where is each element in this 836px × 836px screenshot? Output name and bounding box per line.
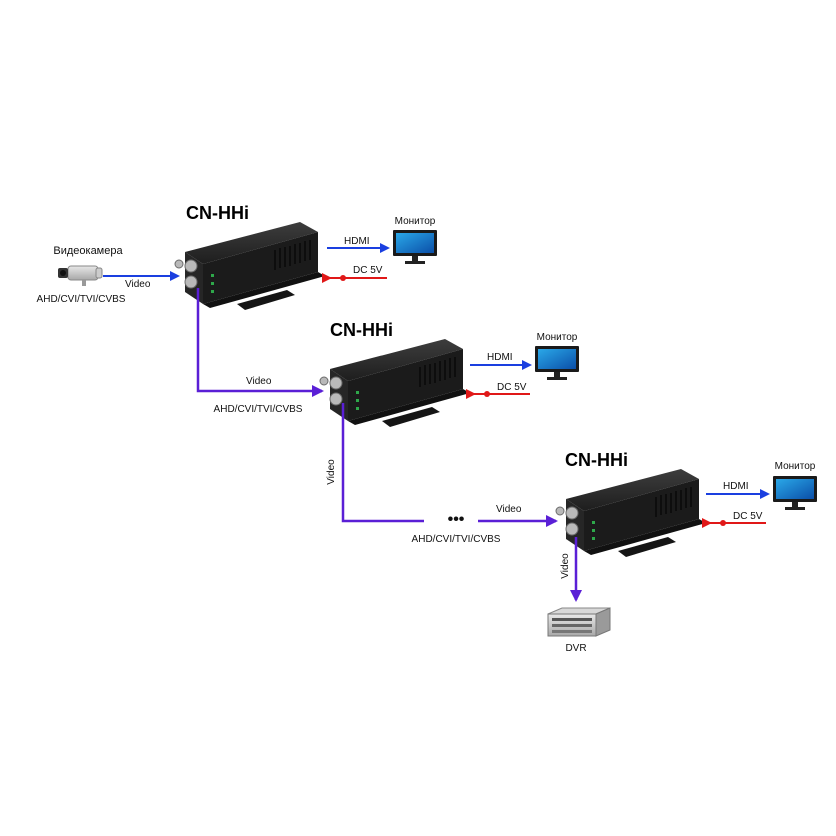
unit-3-power-label: DC 5V (733, 511, 763, 522)
link-2-vertical-label: Video (326, 459, 337, 485)
link-3-label: Video (560, 553, 571, 579)
unit-1-power-label: DC 5V (353, 265, 383, 276)
unit-2-monitor-icon (535, 346, 579, 380)
unit-2-monitor-label: Монитор (537, 332, 578, 343)
unit-3-monitor-icon (773, 476, 817, 510)
unit-3-monitor-label: Монитор (775, 461, 816, 472)
link-1-format-label: AHD/CVI/TVI/CVBS (214, 404, 303, 415)
unit-3-title: CN-HHi (565, 450, 628, 470)
cctv-camera-icon (58, 265, 103, 286)
link-2-label: Video (496, 504, 522, 515)
camera-format-label: AHD/CVI/TVI/CVBS (37, 294, 126, 305)
unit-3-power-plug-icon (720, 520, 726, 526)
unit-1-hdmi-label: HDMI (344, 236, 370, 247)
unit-3-converter (555, 468, 707, 558)
unit-2-hdmi-label: HDMI (487, 352, 513, 363)
unit-1-monitor-icon (393, 230, 437, 264)
unit-1-title: CN-HHi (186, 203, 249, 223)
unit-2-title: CN-HHi (330, 320, 393, 340)
link-1-label: Video (246, 376, 272, 387)
dvr-icon (547, 607, 611, 637)
unit-2-power-label: DC 5V (497, 382, 527, 393)
link-2-format-label: AHD/CVI/TVI/CVBS (412, 534, 501, 545)
dvr-label: DVR (565, 643, 586, 654)
unit-1-monitor-label: Монитор (395, 216, 436, 227)
camera-link-label: Video (125, 279, 151, 290)
unit-2-to-unit-3-line (341, 403, 424, 523)
unit-3-hdmi-label: HDMI (723, 481, 749, 492)
unit-2-power-plug-icon (484, 391, 490, 397)
camera-label: Видеокамера (53, 245, 123, 257)
unit-1-power-plug-icon (340, 275, 346, 281)
unit-1-to-unit-2-line (196, 288, 324, 397)
link-2-ellipsis: ••• (448, 511, 465, 528)
